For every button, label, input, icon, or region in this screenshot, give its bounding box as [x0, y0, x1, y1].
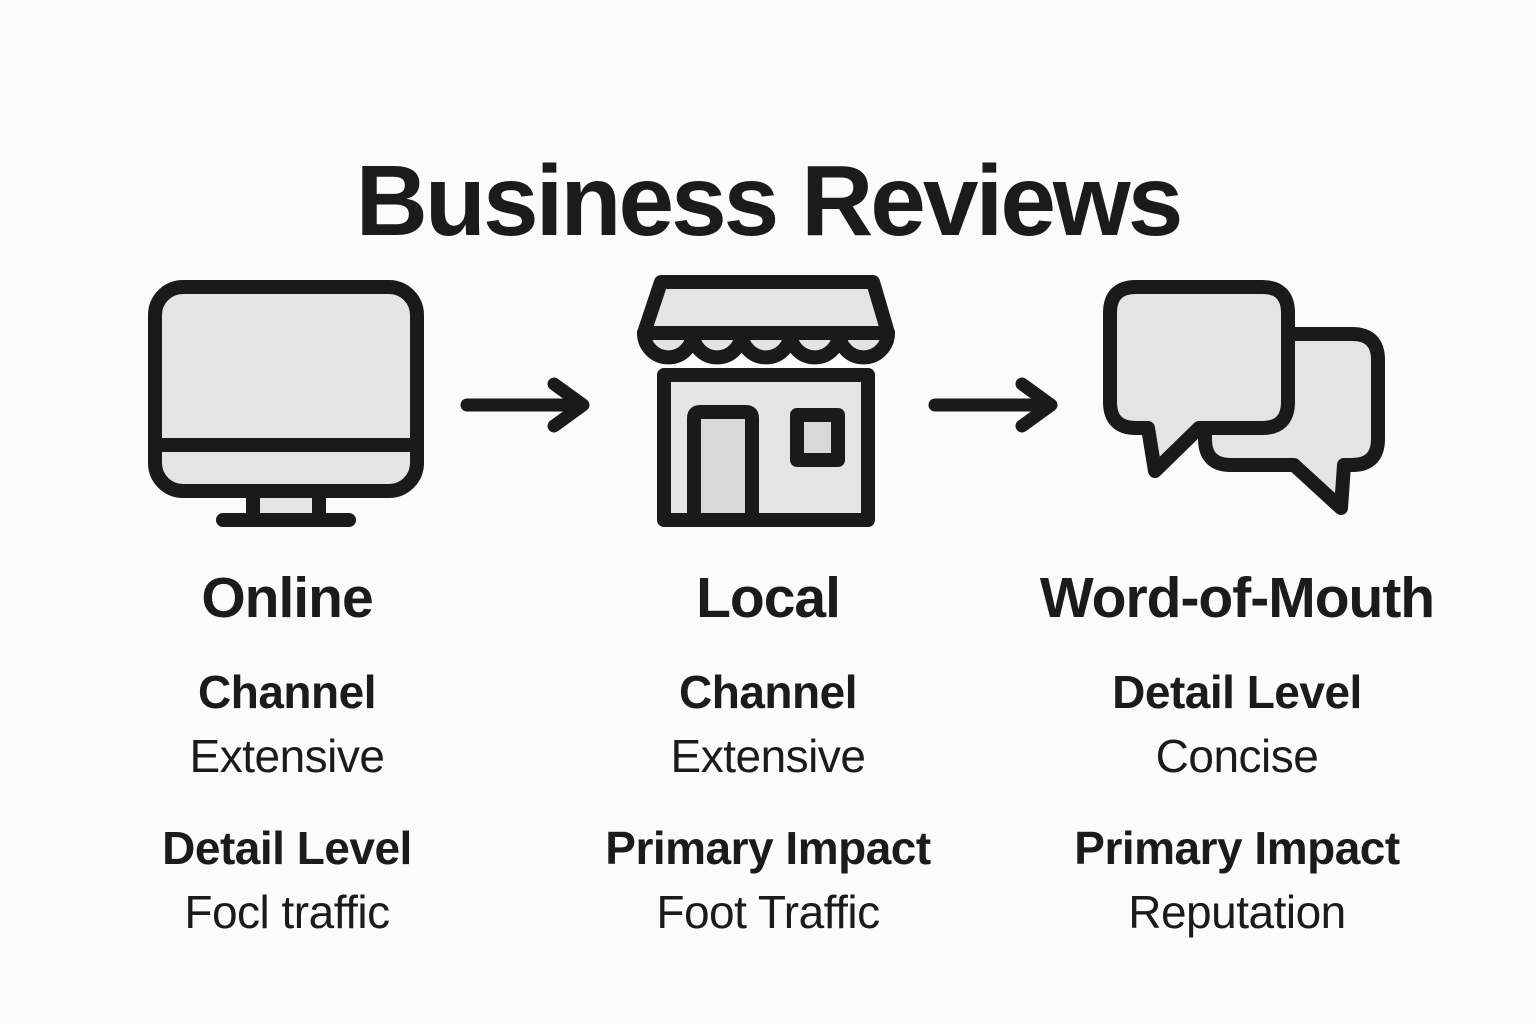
column-local: Local Channel Extensive Primary Impact F…: [568, 562, 968, 972]
arrow-right-icon: [928, 377, 1058, 433]
attribute-value: Concise: [1155, 730, 1319, 782]
attribute-value: Reputation: [1128, 886, 1346, 938]
attribute-value: Foot Traffic: [656, 886, 880, 938]
storefront-icon: [637, 275, 895, 527]
attribute-group: Detail Level Concise: [1012, 660, 1462, 788]
attribute-group: Channel Extensive: [87, 660, 487, 788]
attribute-group: Primary Impact Foot Traffic: [568, 816, 968, 944]
attribute-value: Extensive: [189, 730, 385, 782]
attribute-label: Detail Level: [1112, 666, 1362, 718]
attribute-group: Primary Impact Reputation: [1012, 816, 1462, 944]
page-title: Business Reviews: [355, 145, 1184, 257]
attribute-label: Primary Impact: [605, 822, 931, 874]
attribute-label: Detail Level: [162, 822, 412, 874]
column-heading: Word-of-Mouth: [1039, 566, 1435, 630]
attribute-label: Channel: [679, 666, 857, 718]
arrow-right-icon: [460, 377, 590, 433]
column-word-of-mouth: Word-of-Mouth Detail Level Concise Prima…: [1012, 562, 1462, 972]
monitor-icon: [148, 280, 424, 527]
column-online: Online Channel Extensive Detail Level Fo…: [87, 562, 487, 972]
attribute-value: Focl traffic: [184, 886, 390, 938]
column-heading: Online: [201, 566, 373, 630]
attribute-label: Channel: [198, 666, 376, 718]
attribute-group: Detail Level Focl traffic: [87, 816, 487, 944]
attribute-group: Channel Extensive: [568, 660, 968, 788]
column-heading: Local: [696, 566, 841, 630]
speech-bubbles-icon: [1103, 280, 1385, 515]
attribute-value: Extensive: [670, 730, 866, 782]
attribute-label: Primary Impact: [1074, 822, 1400, 874]
